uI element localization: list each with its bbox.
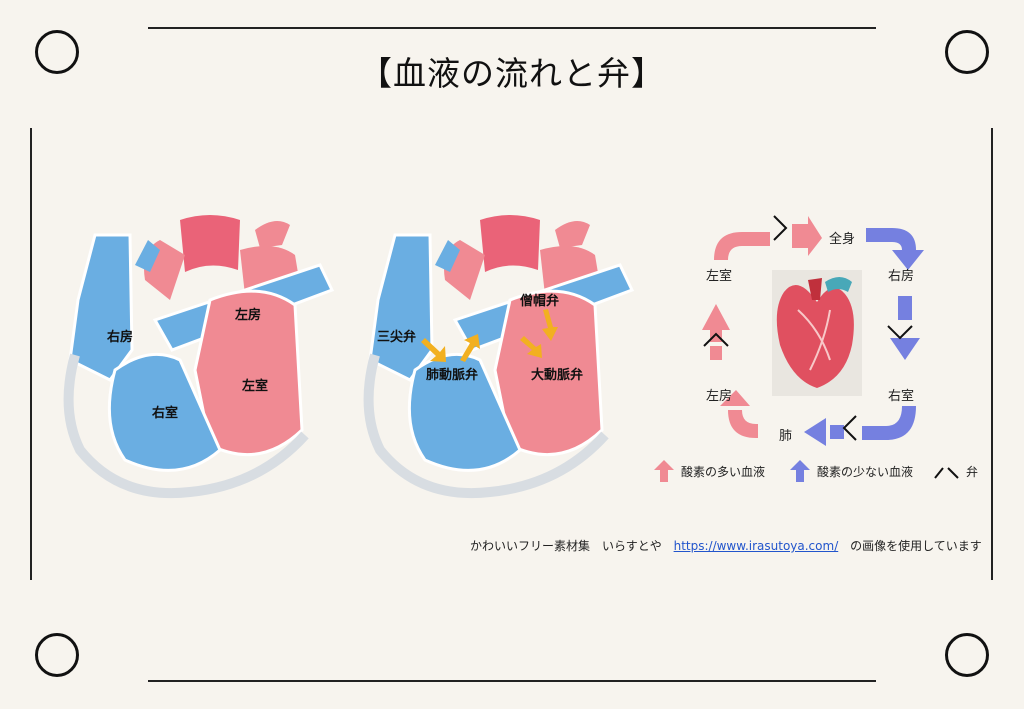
legend-oxygen-rich-arrow-icon	[654, 460, 674, 482]
oxygen-rich-arrow-icon	[702, 216, 822, 438]
label-right-ventricle: 右室	[152, 406, 179, 421]
corner-circle-top-right	[945, 30, 989, 74]
label-left-atrium: 左房	[235, 308, 262, 323]
label-pulmonary-valve: 肺動脈弁	[426, 368, 479, 383]
corner-circle-bottom-left	[35, 633, 79, 677]
flow-node-right-atrium: 右房	[888, 269, 915, 284]
credit-line: かわいいフリー素材集 いらすとや https://www.irasutoya.c…	[470, 537, 982, 554]
label-left-ventricle: 左室	[242, 379, 269, 394]
label-right-atrium: 右房	[107, 330, 134, 345]
flow-node-body: 全身	[829, 232, 856, 247]
frame-right-line	[991, 128, 993, 580]
valve-arrow-icon	[421, 309, 558, 362]
legend-valve-icon	[934, 467, 959, 479]
heart-diagram-valves	[363, 215, 635, 499]
circulation-flow-diagram	[702, 215, 924, 446]
flow-node-left-atrium: 左房	[706, 389, 733, 404]
corner-circle-bottom-right	[945, 633, 989, 677]
flow-node-right-ventricle: 右室	[888, 389, 915, 404]
label-tricuspid-valve: 三尖弁	[377, 330, 417, 345]
legend-oxygen-rich-label: 酸素の多い血液	[681, 465, 766, 479]
label-mitral-valve: 僧帽弁	[520, 294, 560, 309]
frame-top-line	[148, 27, 876, 29]
flow-node-lungs: 肺	[779, 429, 793, 444]
heart-diagram-chambers	[63, 215, 335, 499]
heart-illustration-icon	[776, 277, 854, 388]
corner-circle-top-left	[35, 30, 79, 74]
credit-link[interactable]: https://www.irasutoya.com/	[673, 539, 839, 553]
frame-left-line	[30, 128, 32, 580]
legend-valve-label: 弁	[966, 465, 979, 479]
label-aortic-valve: 大動脈弁	[531, 368, 584, 383]
legend-oxygen-poor-arrow-icon	[790, 460, 810, 482]
credit-suffix: の画像を使用しています	[850, 539, 982, 553]
credit-prefix: かわいいフリー素材集 いらすとや	[470, 539, 662, 553]
valve-icon	[703, 215, 913, 441]
legend-oxygen-poor-label: 酸素の少ない血液	[817, 465, 914, 479]
oxygen-poor-arrow-icon	[804, 228, 924, 446]
frame-bottom-line	[148, 680, 876, 682]
page-title: 【血液の流れと弁】	[359, 54, 665, 93]
flow-node-left-ventricle: 左室	[706, 269, 733, 284]
